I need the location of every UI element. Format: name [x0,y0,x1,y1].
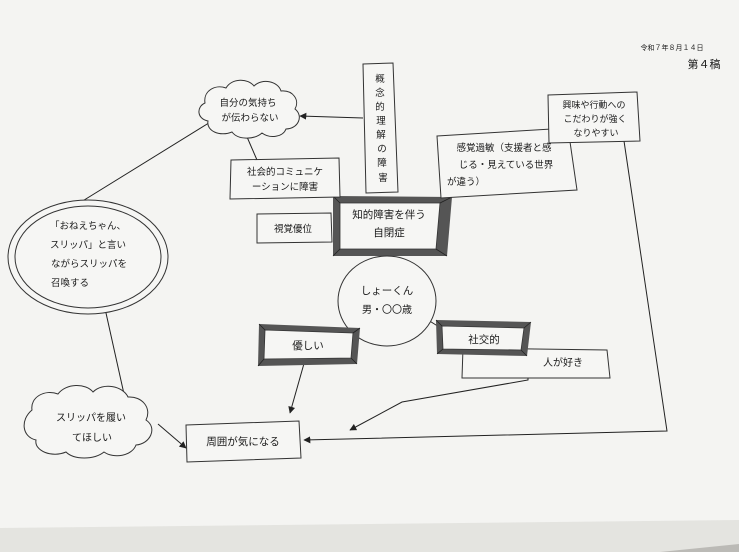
svg-text:感覚過敏（支援者と感: 感覚過敏（支援者と感 [456,142,552,154]
svg-text:害: 害 [378,172,388,184]
arrow-slippers-to-surroundings [157,423,187,449]
date-label: 令和７年８月１４日 [641,43,704,52]
svg-text:の: の [377,144,387,155]
svg-text:視覚優位: 視覚優位 [274,223,313,235]
svg-text:念: 念 [375,87,385,99]
arrow-slippers-to-onee [101,303,125,395]
center-circle: しょーくん 男・〇〇歳 [337,255,437,347]
sensory-box: 感覚過敏（支援者と感 じる・見えている世界 が違う） [436,127,578,199]
autism-label-line2: 自閉症 [373,226,405,239]
svg-text:的: 的 [375,101,385,113]
concept-box: 概 念 的 理 解 の 障 害 [362,62,399,194]
likes-people-box: 人が好き [461,347,611,379]
svg-text:が違う）: が違う） [447,176,485,188]
center-name: しょーくん [361,285,414,297]
svg-text:「おねえちゃん、: 「おねえちゃん、 [50,221,126,232]
slippers-cloud: スリッパを履い てほしい [23,385,153,459]
svg-text:興味や行動への: 興味や行動への [562,99,625,111]
feelings-cloud: 自分の気持ち が伝わらない [198,79,300,139]
autism-box: 知的障害を伴う 自閉症 [332,195,453,257]
svg-text:人が好き: 人が好き [543,356,583,369]
svg-text:概: 概 [375,73,385,85]
surroundings-box: 周囲が気になる [185,420,302,463]
svg-text:スリッパを履い: スリッパを履い [56,412,126,424]
svg-text:が伝わらない: が伝わらない [221,112,278,124]
arrow-interest-to-surroundings [303,140,668,444]
svg-text:ながらスリッパを: ながらスリッパを [51,258,127,270]
svg-text:こだわりが強く: こだわりが強く [563,113,626,125]
svg-text:スリッパ」と言い: スリッパ」と言い [50,239,126,251]
arrow-concept-to-feelings [299,112,364,120]
social-comm-box: 社会的コミュニケ ーションに障害 [229,157,341,200]
svg-text:解: 解 [376,129,386,141]
interest-box: 興味や行動への こだわりが強く なりやすい [547,91,641,144]
sheet-label: 第４稿 [688,57,721,71]
arrow-feelings-to-onee [67,120,213,211]
svg-text:召喚する: 召喚する [51,277,89,289]
svg-text:ーションに障害: ーションに障害 [252,181,318,193]
paper-shadow [0,520,739,552]
arrow-kind-to-surroundings [288,359,306,414]
svg-text:じる・見えている世界: じる・見えている世界 [459,159,554,171]
svg-text:周囲が気になる: 周囲が気になる [206,435,280,448]
arrow-likes-people-to-surroundings [349,378,529,431]
svg-text:てほしい: てほしい [72,432,112,444]
svg-text:優しい: 優しい [292,339,324,352]
center-gender-age: 男・〇〇歳 [362,304,412,316]
sociable-box: 社交的 [435,319,532,357]
autism-label-line1: 知的障害を伴う [352,208,426,221]
onee-ellipse: 「おねえちゃん、 スリッパ」と言い ながらスリッパを 召喚する [7,199,169,315]
svg-text:障: 障 [377,157,387,169]
visual-box: 視覚優位 [256,212,333,244]
svg-text:理: 理 [376,116,386,127]
svg-text:社交的: 社交的 [468,333,500,346]
svg-text:なりやすい: なりやすい [573,128,618,139]
svg-text:社会的コミュニケ: 社会的コミュニケ [247,166,323,178]
kind-box: 優しい [257,323,361,367]
svg-text:自分の気持ち: 自分の気持ち [219,97,276,109]
